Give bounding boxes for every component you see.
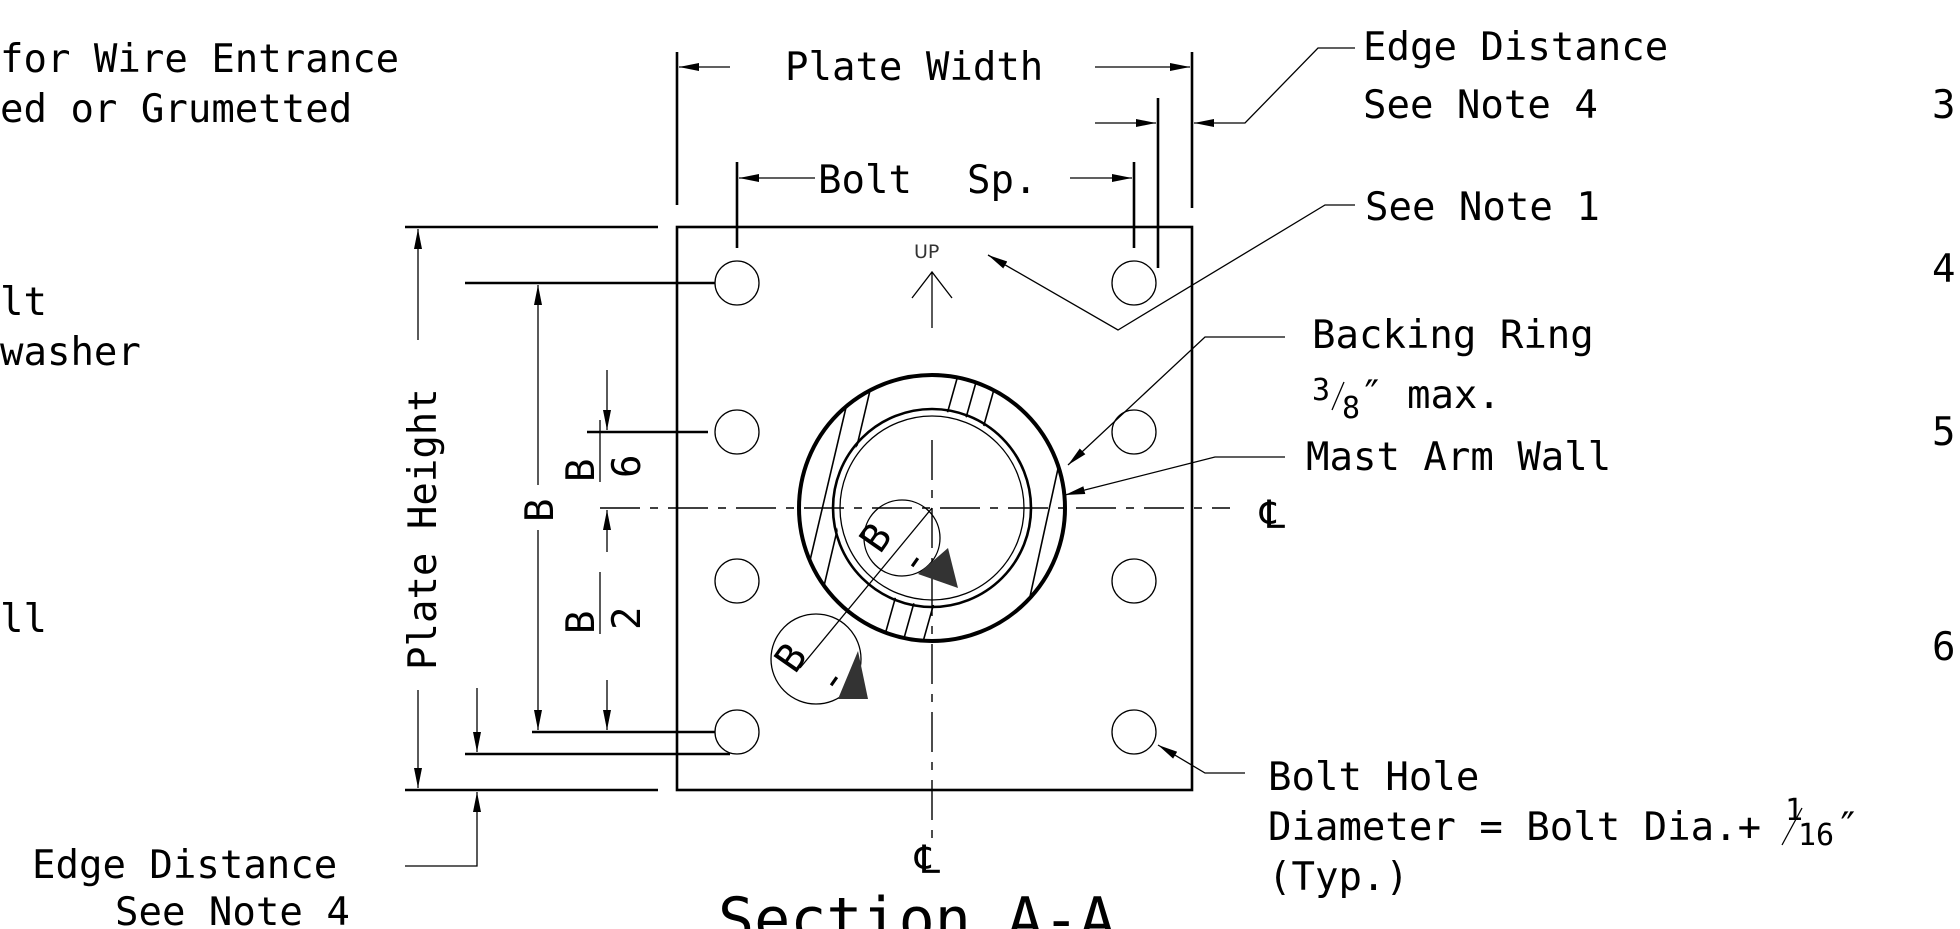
mast-arm-outer-wall	[797, 373, 1067, 643]
backing-ring-line2: ″ max.	[1360, 373, 1501, 418]
b-over-6-dimension: B 6	[559, 370, 708, 482]
b6-denominator: 6	[605, 455, 650, 478]
note-wire-entrance-line1: for Wire Entrance	[0, 37, 399, 82]
note-wall-line: ll	[0, 597, 47, 642]
backing-ring-callout: Backing Ring 3 8 ″ max.	[1067, 313, 1594, 466]
edge-distance-bottom-callout: Edge Distance See Note 4	[32, 688, 730, 929]
bolt-hole	[714, 260, 760, 306]
bolt-hole-line2: Diameter = Bolt Dia.+	[1268, 805, 1761, 850]
plate-height-dimension: Plate Height	[401, 225, 658, 792]
plate-width-dimension: Plate Width	[675, 45, 1194, 208]
edge-distance-top-line1: Edge Distance	[1363, 25, 1668, 70]
bolt-hole-frac-num: 1	[1785, 793, 1803, 828]
bolt-hole-inch: ″	[1836, 805, 1859, 850]
b2-denominator: 2	[605, 607, 650, 630]
bolt-hole-line1: Bolt Hole	[1268, 755, 1479, 800]
bolt-hole	[1111, 409, 1157, 455]
b-dimension: B	[465, 281, 715, 734]
see-note-1-label: See Note 1	[1365, 185, 1600, 230]
b-label: B	[518, 499, 563, 522]
note-bolt-line1: lt	[0, 280, 47, 325]
section-title: Section A-A	[718, 885, 1115, 929]
mast-arm-wall-callout: Mast Arm Wall	[1064, 435, 1611, 496]
margin-number: 3	[1932, 83, 1955, 128]
bolt-spacing-label-a: Bolt	[818, 158, 912, 203]
edge-distance-top-callout: Edge Distance See Note 4	[1095, 25, 1668, 128]
bolt-hole	[714, 409, 760, 455]
mast-arm-inner-wall	[831, 407, 1033, 609]
margin-number: 4	[1932, 247, 1955, 292]
edge-distance-top-line2: See Note 4	[1363, 83, 1598, 128]
see-note-1-callout: See Note 1	[987, 185, 1600, 331]
edge-distance-bottom-line2: See Note 4	[115, 890, 350, 929]
bolt-hole-line3: (Typ.)	[1268, 855, 1409, 900]
bolt-hole-callout: Bolt Hole Diameter = Bolt Dia.+ 1 16 ″ (…	[1157, 744, 1859, 900]
margin-number: 5	[1932, 410, 1955, 455]
b6-numerator: B	[559, 459, 604, 482]
backing-ring	[839, 415, 1025, 601]
b2-numerator: B	[559, 611, 604, 634]
bolt-hole-frac-den: 16	[1798, 818, 1834, 853]
up-label: UP	[914, 241, 939, 263]
bolt-spacing-label-b: Sp.	[967, 158, 1037, 203]
centerline-symbol-bottom: ℄	[914, 838, 940, 883]
bolt-hole	[1111, 260, 1157, 306]
backing-ring-frac-num: 3	[1312, 373, 1330, 408]
note-bolt-line2: washer	[0, 330, 141, 375]
bolt-holes	[714, 260, 1157, 755]
bolt-hole	[1111, 558, 1157, 604]
backing-ring-line1: Backing Ring	[1312, 313, 1594, 358]
b-over-2-dimension: B 2	[559, 510, 650, 730]
mast-arm-section	[797, 373, 1067, 643]
bolt-hole	[714, 558, 760, 604]
mast-arm-wall-label: Mast Arm Wall	[1306, 435, 1611, 480]
margin-number: 6	[1932, 625, 1955, 670]
bolt-spacing-dimension: Bolt Sp.	[735, 98, 1160, 268]
centerline-symbol-right: ℄	[1259, 493, 1285, 538]
bolt-hole	[1111, 709, 1157, 755]
plate-width-label: Plate Width	[785, 45, 1043, 90]
backing-ring-frac-den: 8	[1342, 391, 1360, 426]
plate-height-label: Plate Height	[401, 388, 446, 670]
edge-distance-bottom-line1: Edge Distance	[32, 843, 337, 888]
b-dash-callout-lower: B -	[766, 613, 868, 705]
up-arrow: UP	[911, 241, 953, 328]
note-wire-entrance-line2: ed or Grumetted	[0, 87, 352, 132]
bolt-hole	[714, 709, 760, 755]
